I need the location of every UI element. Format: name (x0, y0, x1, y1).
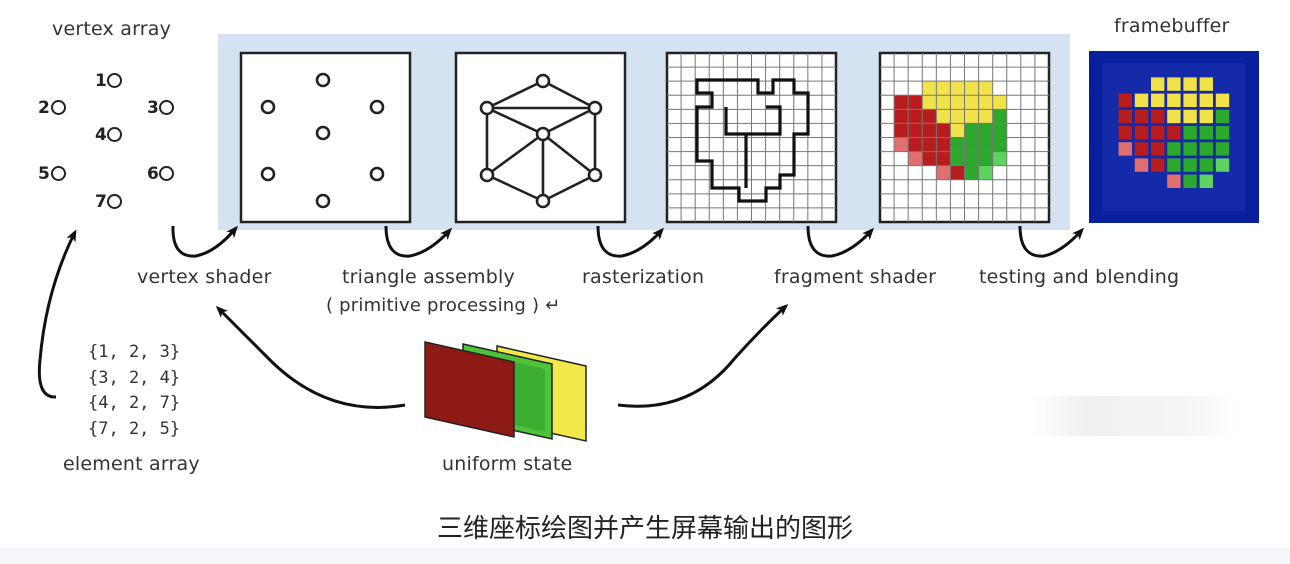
vertex-point (159, 100, 174, 115)
vertex-point (51, 100, 66, 115)
rasterization-label: rasterization (582, 266, 705, 288)
element-array-item: {1, 2, 3} (88, 342, 181, 362)
triangle-assembly-label: triangle assembly (342, 266, 515, 288)
figure-caption: 三维座标绘图并产生屏幕输出的图形 (436, 514, 853, 544)
vertex-point (107, 127, 122, 142)
rasterization-panel (665, 51, 838, 224)
fragment-shader-panel (878, 51, 1051, 224)
element-array-label: element array (63, 453, 200, 475)
testing-blending-label: testing and blending (979, 266, 1180, 288)
element-array-item: {7, 2, 5} (88, 418, 181, 439)
uniform-state-textures (424, 341, 587, 442)
pipeline-arrows (37, 225, 1085, 409)
triangle-assembly-panel (454, 51, 627, 224)
bottom-strip (0, 548, 1290, 564)
framebuffer-panel (1089, 51, 1259, 223)
vertex-point (107, 194, 122, 209)
blurred-watermark-area (1032, 396, 1242, 436)
vertex-shader-label: vertex shader (137, 266, 272, 288)
vertex-shader-panel (239, 51, 412, 224)
element-array-item: {4, 2, 7} (88, 393, 181, 413)
uniform-state-label: uniform state (442, 453, 573, 475)
element-array-item: {3, 2, 4} (88, 367, 181, 388)
element-array-list: {1, 2, 3} {3, 2, 4} {4, 2, 7} {7, 2, 5} (88, 340, 180, 442)
fragment-shader-label: fragment shader (774, 266, 937, 288)
vertex-array-label: vertex array (52, 18, 172, 40)
vertex-point (107, 73, 122, 88)
framebuffer-label: framebuffer (1114, 15, 1230, 37)
primitive-processing-label: ( primitive processing ) ↵ (326, 295, 561, 316)
vertex-point (51, 166, 66, 181)
vertex-point (159, 166, 174, 181)
